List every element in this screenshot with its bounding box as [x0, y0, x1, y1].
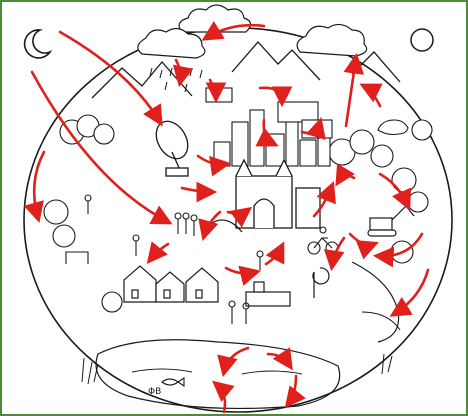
crescent-moon-icon: [25, 30, 50, 58]
pond-sign-label: ΦB: [148, 387, 161, 397]
sun-icon: [411, 29, 433, 51]
